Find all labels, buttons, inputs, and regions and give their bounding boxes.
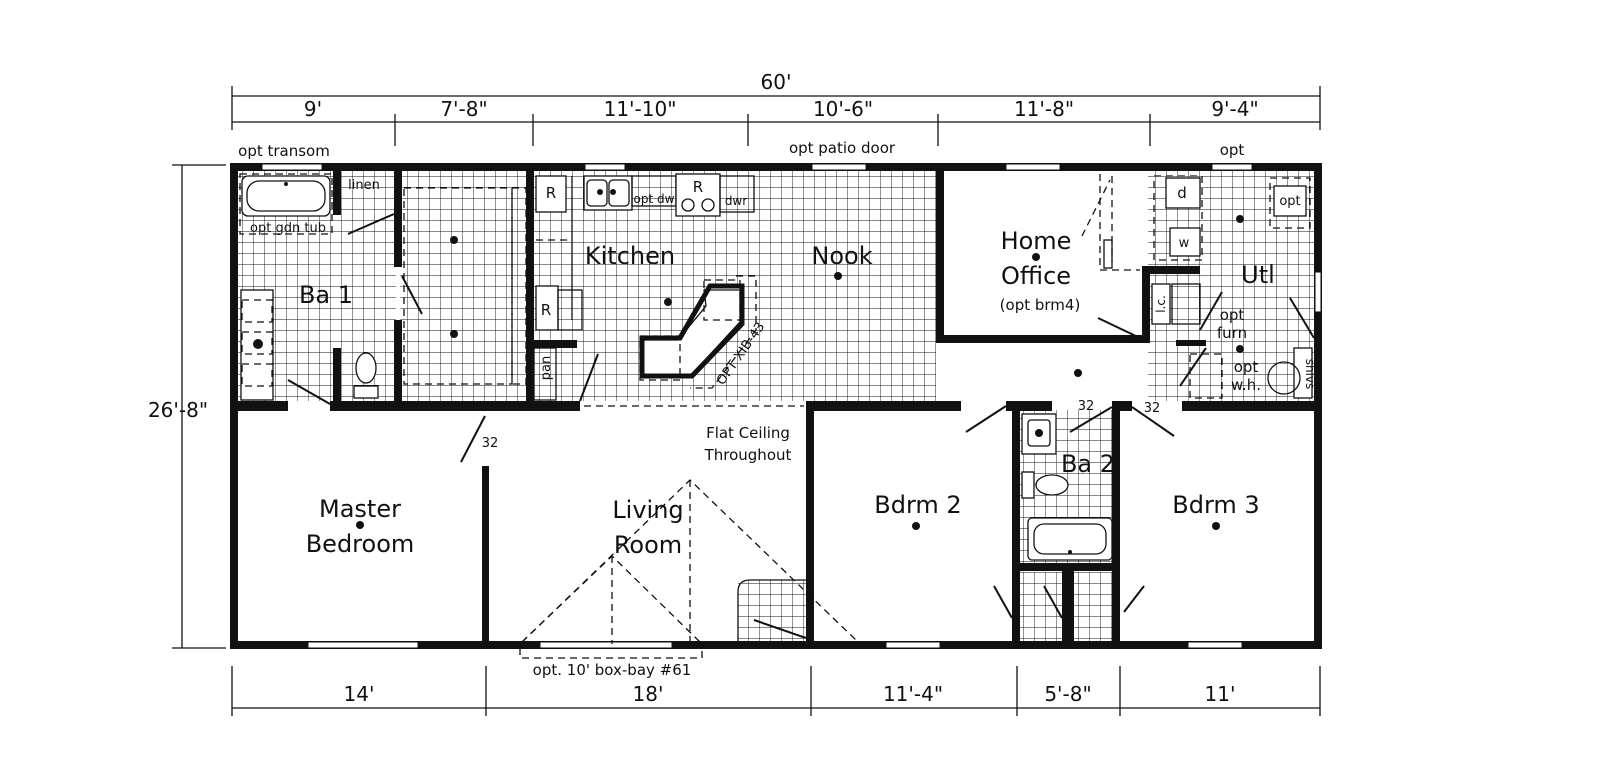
dim-top-4: 10'-6" (813, 97, 873, 121)
room-dots (356, 215, 1244, 530)
dim-bottom-1: 14' (344, 682, 375, 706)
opt-furn-label-1: opt (1220, 306, 1245, 324)
opt-gdn-tub-label: opt gdn tub (250, 221, 326, 236)
room-utility-label: Utl (1241, 261, 1275, 289)
room-office-label-1: Home (1001, 227, 1072, 255)
shelves-label: shlvs (1303, 359, 1317, 390)
linen-label: linen (348, 178, 380, 193)
room-master-label-1: Master (319, 495, 401, 523)
room-office-note: (opt brm4) (1000, 296, 1081, 314)
range-label: R (693, 178, 703, 196)
opt-patio-door-label: opt patio door (789, 139, 896, 157)
room-bath1-label: Ba 1 (299, 281, 353, 309)
dim-top-6: 9'-4" (1211, 97, 1258, 121)
room-kitchen-label: Kitchen (585, 242, 675, 270)
opt-wh-label-2: w.h. (1231, 376, 1261, 394)
room-bedroom3-label: Bdrm 3 (1172, 491, 1259, 519)
flat-ceiling-label-2: Throughout (704, 446, 792, 464)
opt-dw-label: opt dw (634, 192, 675, 206)
box-bay-label: opt. 10' box-bay #61 (533, 661, 692, 679)
pantry-label: pan (539, 356, 554, 380)
dim-top-3: 11'-10" (604, 97, 677, 121)
opt-transom-label: opt transom (238, 142, 330, 160)
dim-top-1: 9' (304, 97, 322, 121)
washer-label: w (1179, 236, 1190, 251)
doors (287, 213, 1315, 639)
refrigerator-label-1: R (546, 184, 556, 202)
room-living-label-2: Room (614, 531, 682, 559)
flat-ceiling-label-1: Flat Ceiling (706, 424, 790, 442)
door-32-master-label: 32 (482, 436, 499, 451)
dim-top-2: 7'-8" (440, 97, 487, 121)
opt-furn-label-2: furn (1217, 324, 1247, 342)
room-nook-label: Nook (811, 242, 872, 270)
dwr-label: dwr (725, 194, 747, 208)
room-bedroom2-label: Bdrm 2 (874, 491, 961, 519)
dim-bottom-3: 11'-4" (883, 682, 943, 706)
dimension-lines (172, 86, 1321, 716)
opt-wh-label-1: opt (1234, 358, 1259, 376)
room-bath2-label: Ba 2 (1061, 450, 1115, 478)
room-living-label-1: Living (612, 496, 683, 524)
dim-bottom-5: 11' (1205, 682, 1236, 706)
opt-top-right-label: opt (1220, 141, 1245, 159)
dim-bottom-4: 5'-8" (1044, 682, 1091, 706)
dim-overall-width: 60' (761, 70, 792, 94)
closet-lc-label: l.c. (1154, 295, 1168, 313)
dryer-label: d (1177, 184, 1187, 202)
door-32-bath2-label: 32 (1078, 399, 1095, 414)
room-office-label-2: Office (1001, 262, 1071, 290)
door-32-bdrm3-label: 32 (1144, 401, 1161, 416)
interior-walls (238, 171, 1314, 641)
dim-bottom-2: 18' (633, 682, 664, 706)
windows (261, 163, 1322, 649)
room-master-label-2: Bedroom (306, 530, 415, 558)
dim-top-5: 11'-8" (1014, 97, 1074, 121)
dim-overall-depth: 26'-8" (148, 398, 208, 422)
exterior-walls (230, 163, 1322, 649)
fixtures (239, 173, 1313, 659)
opt-box-label: opt (1279, 194, 1300, 209)
refrigerator-label-2: R (541, 301, 551, 319)
